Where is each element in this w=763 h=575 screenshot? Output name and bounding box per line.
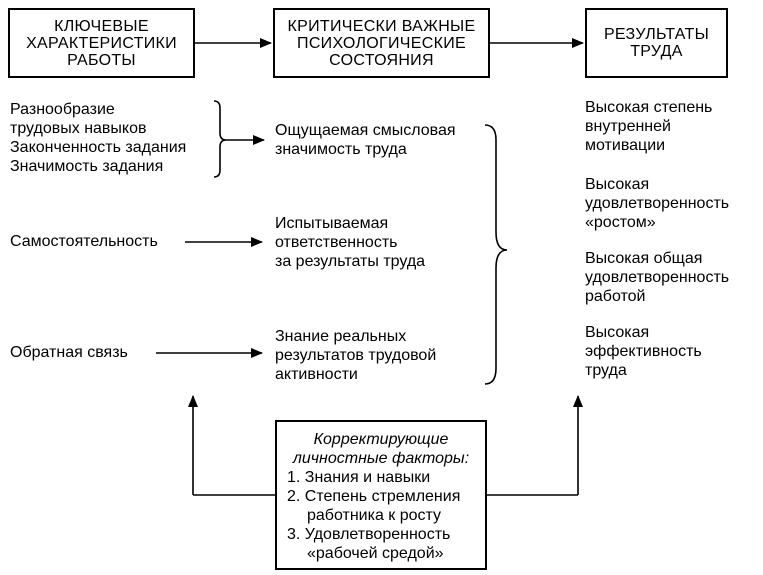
state-responsibility-line-1: Испытываемая	[275, 215, 389, 232]
characteristic-autonomy: Самостоятельность	[10, 233, 158, 250]
right-brace-states	[484, 124, 508, 385]
state-knowledge: Знание реальных результатов трудовой акт…	[275, 327, 436, 384]
moderator-item-2-line-1: 2. Степень стремления	[287, 488, 461, 505]
moderator-item-3-line-2: «рабочей средой»	[307, 545, 444, 562]
result-effectiveness-line-3: труда	[585, 362, 627, 379]
state-responsibility: Испытываемая ответственность за результа…	[275, 214, 425, 271]
char-line-1: Разнообразие	[10, 101, 115, 118]
result-motivation-line-2: внутренней	[585, 118, 671, 135]
state-meaningfulness-line-1: Ощущаемая смысловая	[275, 122, 456, 139]
char-line-3: Законченность задания	[10, 139, 187, 156]
result-growth: Высокая удовлетворенность «ростом»	[585, 175, 729, 232]
box-work-results: РЕЗУЛЬТАТЫ ТРУДА	[585, 8, 728, 78]
box-results-line-2: ТРУДА	[630, 43, 683, 60]
moderators-title: Корректирующие личностные факторы:	[277, 430, 485, 468]
char-line-2: трудовых навыков	[10, 120, 147, 137]
box-states-line-3: СОСТОЯНИЯ	[329, 51, 434, 69]
box-critical-states: КРИТИЧЕСКИ ВАЖНЫЕ ПСИХОЛОГИЧЕСКИЕ СОСТОЯ…	[273, 8, 490, 78]
left-brace-group1	[213, 100, 227, 178]
result-growth-line-3: «ростом»	[585, 214, 656, 231]
box-states-line-2: ПСИХОЛОГИЧЕСКИЕ	[297, 34, 466, 52]
result-motivation: Высокая степень внутренней мотивации	[585, 98, 712, 155]
result-growth-line-1: Высокая	[585, 176, 650, 193]
state-knowledge-line-2: результатов трудовой	[275, 347, 437, 364]
box-states-line-1: КРИТИЧЕСКИ ВАЖНЫЕ	[287, 17, 476, 35]
moderators-title-line-1: Корректирующие	[313, 431, 449, 448]
characteristics-group1: Разнообразие трудовых навыков Законченно…	[10, 100, 186, 176]
moderator-item-3-line-1: 3. Удовлетворенность	[287, 526, 451, 543]
box-characteristics-line-2: ХАРАКТЕРИСТИКИ	[26, 34, 177, 52]
state-responsibility-line-2: ответственность	[275, 234, 398, 251]
result-general-satisfaction: Высокая общая удовлетворенность работой	[585, 249, 729, 306]
box-characteristics-line-1: КЛЮЧЕВЫЕ	[54, 17, 149, 35]
state-knowledge-line-1: Знание реальных	[275, 328, 407, 345]
state-responsibility-line-3: за результаты труда	[275, 253, 426, 270]
char-line-4: Значимость задания	[10, 158, 164, 175]
result-general-line-2: удовлетворенность	[585, 269, 730, 286]
result-motivation-line-1: Высокая степень	[585, 99, 713, 116]
box-results-line-1: РЕЗУЛЬТАТЫ	[603, 26, 710, 43]
box-moderating-factors: Корректирующие личностные факторы: 1. Зн…	[275, 420, 487, 570]
result-motivation-line-3: мотивации	[585, 137, 666, 154]
moderators-title-line-2: личностные факторы:	[292, 450, 470, 467]
result-effectiveness-line-1: Высокая	[585, 324, 650, 341]
state-meaningfulness-line-2: значимость труда	[275, 141, 407, 158]
result-effectiveness: Высокая эффективность труда	[585, 323, 702, 380]
result-effectiveness-line-2: эффективность	[585, 343, 702, 360]
box-key-characteristics: КЛЮЧЕВЫЕ ХАРАКТЕРИСТИКИ РАБОТЫ	[8, 8, 195, 78]
moderator-item-2-line-2: работника к росту	[307, 507, 442, 524]
state-knowledge-line-3: активности	[275, 366, 358, 383]
result-general-line-3: работой	[585, 288, 646, 305]
result-growth-line-2: удовлетворенность	[585, 195, 730, 212]
box-characteristics-line-3: РАБОТЫ	[67, 51, 136, 69]
result-general-line-1: Высокая общая	[585, 250, 703, 267]
state-meaningfulness: Ощущаемая смысловая значимость труда	[275, 121, 456, 159]
moderator-item-1: 1. Знания и навыки	[287, 469, 431, 486]
characteristic-feedback: Обратная связь	[10, 344, 128, 361]
